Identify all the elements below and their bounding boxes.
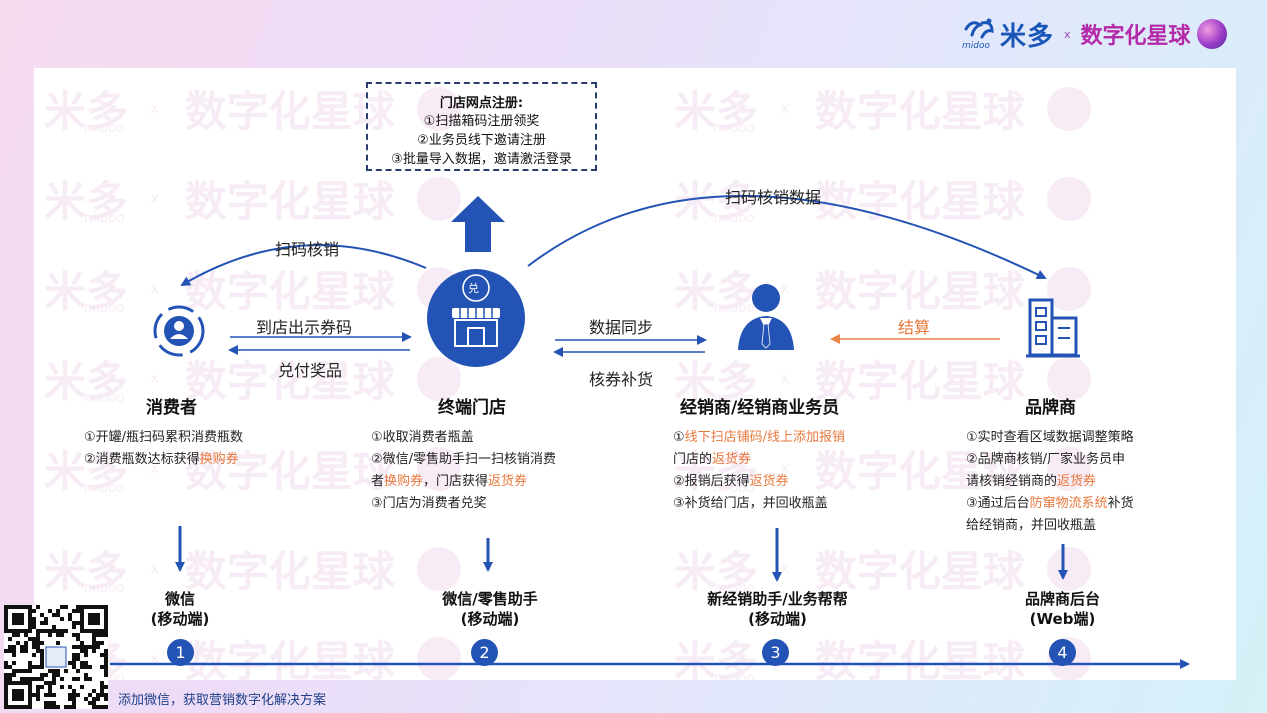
partner-name: 数字化星球 bbox=[1080, 24, 1191, 49]
platform-type: (移动端) bbox=[748, 610, 807, 628]
desc-text: ①开罐/瓶扫码累积消费瓶数 bbox=[84, 430, 244, 445]
desc-line: ①线下扫店铺码/线上添加报销 bbox=[673, 427, 903, 449]
highlight-text: 返货券 bbox=[712, 452, 752, 467]
arrow-scan-verify-data bbox=[527, 195, 1047, 280]
qr-code-icon[interactable] bbox=[4, 605, 108, 709]
desc-text: 请核销经销商的 bbox=[966, 474, 1058, 489]
highlight-text: 线下扫店铺码/线上添加报销 bbox=[684, 430, 846, 445]
desc-line: ③门店为消费者兑奖 bbox=[371, 493, 611, 515]
desc-line: ③补货给门店，并回收瓶盖 bbox=[673, 493, 903, 515]
role-desc-consumer: ①开罐/瓶扫码累积消费瓶数 ②消费瓶数达标获得换购券 bbox=[84, 427, 314, 471]
desc-text: 者 bbox=[371, 474, 385, 489]
store-icon bbox=[427, 269, 525, 367]
desc-line: ①实时查看区域数据调整策略 bbox=[966, 427, 1186, 449]
platform-name: 微信 bbox=[164, 590, 195, 608]
registration-item: ①扫描箱码注册领奖 bbox=[423, 114, 540, 129]
store-registration-box: 门店网点注册: ①扫描箱码注册领奖 ②业务员线下邀请注册 ③批量导入数据，邀请激… bbox=[366, 82, 597, 171]
highlight-text: 返货券 bbox=[1057, 474, 1097, 489]
desc-text: ①收取消费者瓶盖 bbox=[371, 430, 474, 445]
planet-icon bbox=[1196, 19, 1227, 49]
consumer-icon bbox=[153, 305, 205, 357]
down-arrows bbox=[175, 526, 1068, 582]
flow-label-settlement: 结算 bbox=[898, 318, 931, 337]
desc-text: ③补货给门店，并回收瓶盖 bbox=[673, 496, 828, 511]
highlight-text: 换购券 bbox=[199, 452, 239, 467]
registration-item: ③批量导入数据，邀请激活登录 bbox=[391, 152, 572, 167]
highlight-text: 防窜物流系统 bbox=[1029, 496, 1108, 511]
desc-line: 给经销商，并回收瓶盖 bbox=[966, 515, 1186, 537]
flow-label-coupon-restock: 核券补货 bbox=[589, 370, 654, 389]
brand-name: 米多 bbox=[1000, 21, 1055, 52]
desc-text: 门店的 bbox=[673, 452, 713, 467]
desc-text: 给经销商，并回收瓶盖 bbox=[966, 518, 1097, 533]
desc-text: ②报销后获得 bbox=[673, 474, 750, 489]
brand-separator: x bbox=[1064, 27, 1071, 41]
platform-brand: 品牌商后台 (Web端) bbox=[1000, 589, 1125, 629]
store-redeem-glyph: 兑 bbox=[468, 282, 479, 295]
flow-label-scan-verify-data: 扫码核销数据 bbox=[725, 188, 822, 207]
platform-name: 品牌商后台 bbox=[1024, 590, 1100, 608]
desc-line: ②报销后获得返货券 bbox=[673, 471, 903, 493]
desc-text: ① bbox=[673, 430, 685, 445]
registration-title: 门店网点注册: bbox=[439, 96, 524, 111]
step-2: 2 bbox=[471, 639, 498, 666]
platform-consumer: 微信 (移动端) bbox=[120, 589, 240, 629]
highlight-text: 返货券 bbox=[749, 474, 789, 489]
role-name-brand: 品牌商 bbox=[1025, 398, 1076, 418]
desc-line: 门店的返货券 bbox=[673, 449, 903, 471]
role-name-store: 终端门店 bbox=[438, 398, 506, 418]
desc-text: ①实时查看区域数据调整策略 bbox=[966, 430, 1134, 445]
desc-line: ②品牌商核销/厂家业务员申 bbox=[966, 449, 1186, 471]
platform-store: 微信/零售助手 (移动端) bbox=[410, 589, 570, 629]
distributor-icon bbox=[738, 284, 794, 350]
platform-name: 新经销助手/业务帮帮 bbox=[707, 590, 848, 608]
desc-text: ，门店获得 bbox=[423, 474, 489, 489]
brand-building-icon bbox=[1026, 298, 1080, 358]
desc-text: ③门店为消费者兑奖 bbox=[371, 496, 487, 511]
registration-item: ②业务员线下邀请注册 bbox=[417, 133, 546, 148]
desc-line: 者换购券，门店获得返货券 bbox=[371, 471, 611, 493]
desc-line: 请核销经销商的返货券 bbox=[966, 471, 1186, 493]
desc-line: ②消费瓶数达标获得换购券 bbox=[84, 449, 314, 471]
content-panel bbox=[34, 68, 1236, 680]
desc-text: 补货 bbox=[1107, 496, 1134, 511]
desc-text: ②品牌商核销/厂家业务员申 bbox=[966, 452, 1126, 467]
desc-line: ③通过后台防窜物流系统补货 bbox=[966, 493, 1186, 515]
platform-type: (Web端) bbox=[1029, 610, 1096, 628]
flow-label-redeem-prize: 兑付奖品 bbox=[278, 361, 343, 380]
platform-type: (移动端) bbox=[460, 610, 520, 628]
platform-name: 微信/零售助手 bbox=[442, 590, 538, 608]
step-3: 3 bbox=[762, 639, 789, 666]
role-name-distributor: 经销商/经销商业务员 bbox=[680, 398, 840, 418]
step-1: 1 bbox=[167, 639, 194, 666]
desc-text: ②微信/零售助手扫一扫核销消费 bbox=[371, 452, 557, 467]
midoo-logo-icon: midoo bbox=[962, 17, 998, 51]
brand-sub: midoo bbox=[962, 41, 990, 51]
desc-line: ①收取消费者瓶盖 bbox=[371, 427, 611, 449]
step-4: 4 bbox=[1049, 639, 1076, 666]
footer-cta: 添加微信，获取营销数字化解决方案 bbox=[118, 693, 327, 708]
header-logo: midoo 米多 x 数字化星球 bbox=[962, 16, 1227, 52]
platform-type: (移动端) bbox=[150, 610, 210, 628]
highlight-text: 换购券 bbox=[384, 474, 424, 489]
desc-line: ①开罐/瓶扫码累积消费瓶数 bbox=[84, 427, 314, 449]
flow-label-scan-verify: 扫码核销 bbox=[275, 240, 340, 259]
desc-text: ③通过后台 bbox=[966, 496, 1030, 511]
desc-line: ②微信/零售助手扫一扫核销消费 bbox=[371, 449, 611, 471]
up-arrow-icon bbox=[451, 196, 505, 252]
flow-label-data-sync: 数据同步 bbox=[589, 318, 654, 337]
desc-text: ②消费瓶数达标获得 bbox=[84, 452, 200, 467]
highlight-text: 返货券 bbox=[488, 474, 528, 489]
role-name-consumer: 消费者 bbox=[146, 398, 197, 418]
flow-label-show-coupon: 到店出示券码 bbox=[256, 318, 353, 337]
platform-distributor: 新经销助手/业务帮帮 (移动端) bbox=[680, 589, 875, 629]
arrow-scan-verify bbox=[180, 244, 427, 287]
